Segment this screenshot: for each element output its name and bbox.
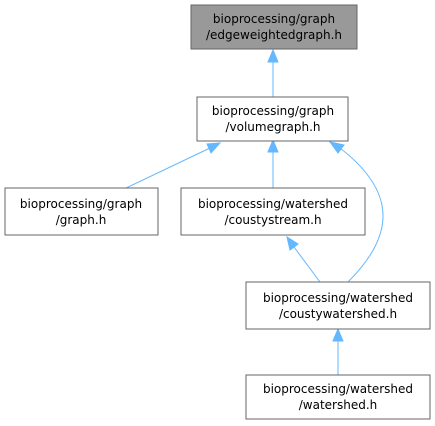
node-volumegraph-label-line2: /volumegraph.h xyxy=(225,120,320,134)
node-edgeweightedgraph[interactable]: bioprocessing/graph /edgeweightedgraph.h xyxy=(190,4,358,50)
edge-graph-to-volumegraph xyxy=(125,142,222,189)
node-graph-label-line1: bioprocessing/graph xyxy=(20,197,142,211)
node-coustystream[interactable]: bioprocessing/watershed /coustystream.h xyxy=(180,187,366,236)
node-watershed[interactable]: bioprocessing/watershed /watershed.h xyxy=(245,374,431,420)
node-volumegraph[interactable]: bioprocessing/graph /volumegraph.h xyxy=(196,96,349,142)
node-graph-box xyxy=(4,187,159,236)
node-coustystream-box xyxy=(180,187,366,236)
node-coustystream-label-line2: /coustystream.h xyxy=(224,213,321,227)
node-watershed-label-line1: bioprocessing/watershed xyxy=(263,382,413,396)
edge-coustywatershed-to-coustystream xyxy=(286,235,321,283)
node-edgeweightedgraph-box xyxy=(190,4,358,50)
node-coustywatershed-label-line1: bioprocessing/watershed xyxy=(263,291,413,305)
node-graph[interactable]: bioprocessing/graph /graph.h xyxy=(4,187,159,236)
node-watershed-label-line2: /watershed.h xyxy=(299,398,378,412)
node-graph-label-line2: /graph.h xyxy=(56,213,107,227)
edge-coustywatershed-to-volumegraph xyxy=(328,141,384,283)
node-edgeweightedgraph-label-line1: bioprocessing/graph xyxy=(213,12,335,26)
node-volumegraph-label-line1: bioprocessing/graph xyxy=(212,104,334,118)
node-volumegraph-box xyxy=(196,96,349,142)
node-edgeweightedgraph-label-line2: /edgeweightedgraph.h xyxy=(206,28,342,42)
node-coustywatershed-box xyxy=(245,281,431,330)
edge-watershed-to-coustywatershed xyxy=(332,327,344,375)
node-watershed-box xyxy=(245,374,431,420)
node-coustywatershed[interactable]: bioprocessing/watershed /coustywatershed… xyxy=(245,281,431,330)
node-coustystream-label-line1: bioprocessing/watershed xyxy=(198,197,348,211)
edge-volumegraph-to-edgeweightedgraph xyxy=(267,48,279,97)
node-coustywatershed-label-line2: /coustywatershed.h xyxy=(279,307,397,321)
edge-coustystream-to-volumegraph xyxy=(267,138,279,188)
